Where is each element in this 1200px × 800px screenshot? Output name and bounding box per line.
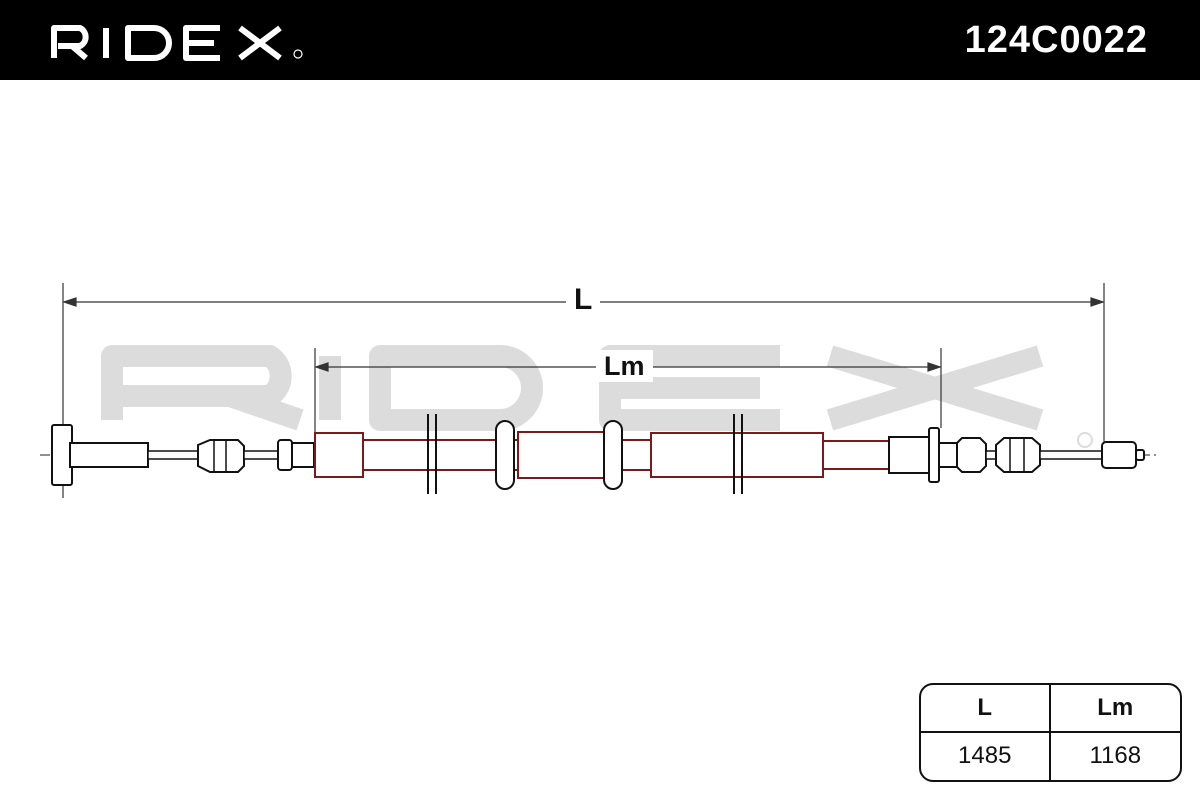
t-end-stem (69, 442, 149, 468)
right-end-fitting (888, 436, 930, 474)
header-bar: 124C0022 (0, 0, 1200, 80)
inner-wire-left (147, 450, 199, 460)
grommet-2 (603, 420, 623, 490)
spec-table: L Lm 1485 1168 (919, 683, 1182, 782)
right-ferrule (995, 437, 1041, 473)
barrel-end (1101, 441, 1137, 469)
sheath-sleeve-mid (517, 431, 609, 479)
part-number: 124C0022 (964, 19, 1148, 61)
spec-value-Lm: 1168 (1089, 742, 1142, 770)
grommet-1 (495, 420, 515, 490)
spec-value-L: 1485 (921, 732, 1051, 780)
dimension-label-L: L (566, 284, 601, 316)
ridex-logo (51, 25, 303, 61)
cable-assembly (51, 414, 1145, 494)
left-ferrule (197, 439, 245, 473)
left-end-fitting (277, 439, 293, 471)
clip-bracket-1 (427, 414, 437, 494)
clip-bracket-2 (733, 414, 743, 494)
sheath-sleeve-right (650, 432, 824, 478)
inner-wire-right (1039, 450, 1103, 460)
sheath-sleeve-left (314, 432, 364, 478)
dimension-label-Lm: Lm (596, 350, 653, 382)
spec-header-Lm: Lm (1050, 685, 1180, 733)
spec-header-L: L (921, 685, 1051, 733)
